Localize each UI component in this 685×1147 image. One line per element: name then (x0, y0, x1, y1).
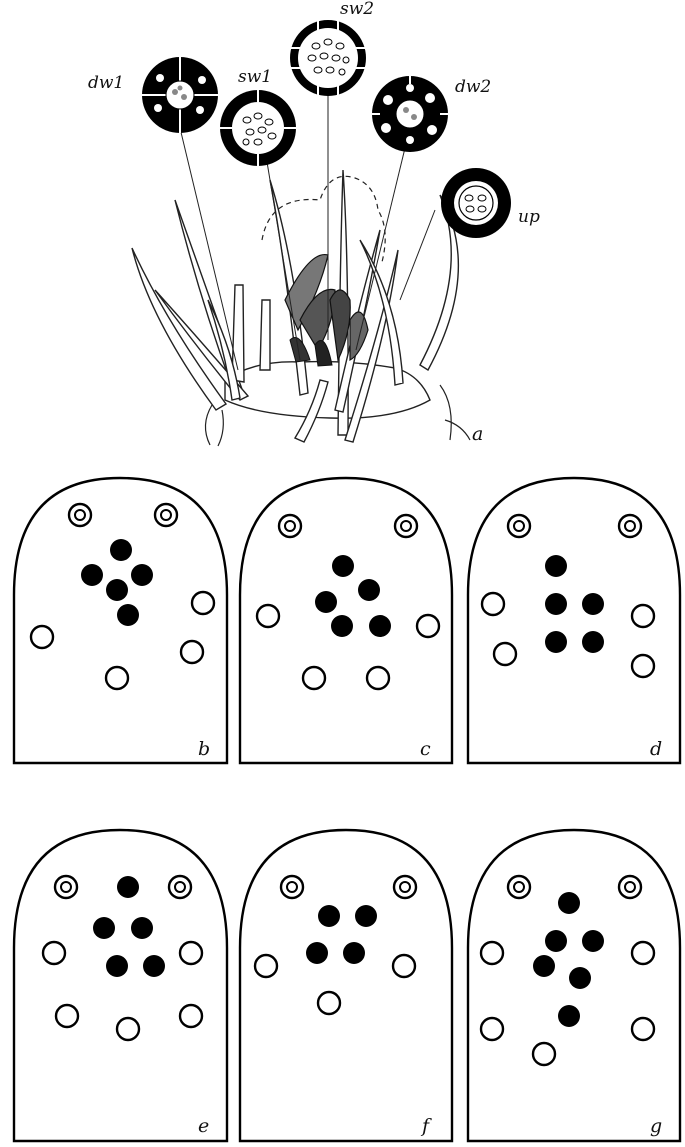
cross-section-sw1 (220, 90, 296, 166)
stem-root-right (440, 385, 470, 440)
label-panel-b: b (198, 738, 210, 760)
filled-dots (545, 555, 604, 653)
filled-dots (81, 539, 153, 626)
label-panel-e: e (198, 1115, 209, 1137)
open-dots (255, 955, 415, 1014)
label-panel-c: c (420, 738, 431, 760)
filled-dots (306, 905, 377, 964)
double-circles (69, 504, 177, 526)
open-dots (482, 593, 654, 677)
label-panel-a: a (472, 423, 483, 445)
label-panel-g: g (650, 1115, 662, 1137)
panel-outline (240, 830, 452, 1141)
cross-section-up (441, 168, 511, 238)
double-circles (281, 876, 416, 898)
panel-c: c (240, 478, 452, 763)
double-circles (279, 515, 417, 537)
central-cluster (285, 255, 368, 366)
label-dw2: dw2 (455, 77, 491, 97)
symbol-panels: b c (14, 478, 680, 1141)
filled-dots (315, 555, 391, 637)
panel-a-illustration: dw1 sw1 sw2 dw2 up a (88, 0, 540, 446)
panel-b: b (14, 478, 227, 763)
label-panel-f: f (420, 1115, 432, 1137)
cross-section-dw2 (372, 76, 448, 152)
double-circles (508, 515, 641, 537)
panel-g: g (468, 830, 680, 1141)
panel-d: d (468, 478, 680, 763)
label-panel-d: d (650, 738, 662, 760)
cross-section-sw2 (290, 20, 366, 96)
label-sw1: sw1 (238, 67, 272, 87)
open-dots (481, 942, 654, 1065)
stem-root-left (205, 405, 223, 446)
label-dw1: dw1 (88, 73, 124, 93)
label-up: up (518, 207, 540, 227)
filled-dots (93, 876, 165, 977)
panel-e: e (14, 830, 227, 1141)
panel-outline (14, 830, 227, 1141)
filled-dots (533, 892, 604, 1027)
cross-section-dw1 (142, 57, 218, 133)
panel-f: f (240, 830, 452, 1141)
label-sw2: sw2 (340, 0, 374, 19)
